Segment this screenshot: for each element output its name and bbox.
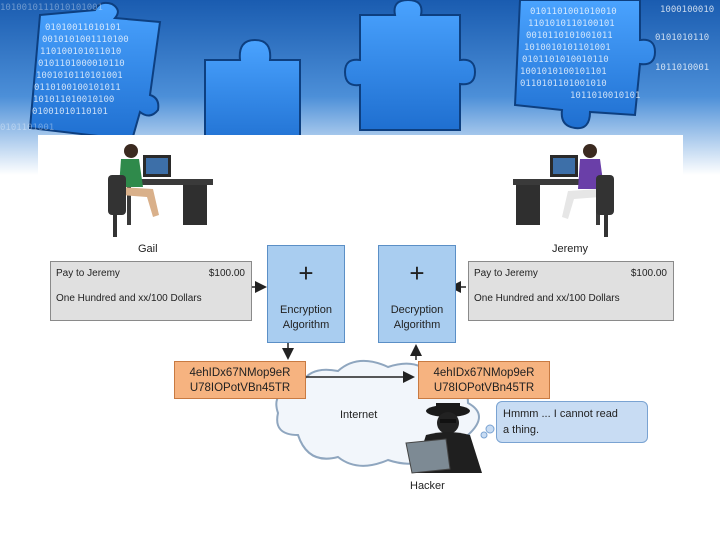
svg-text:1010010111010101001: 1010010111010101001	[0, 3, 103, 13]
svg-text:0010110101001011: 0010110101001011	[526, 31, 613, 41]
svg-text:01010011010101: 01010011010101	[45, 23, 121, 33]
plaintext-message-receiver: Pay to Jeremy $100.00 One Hundred and xx…	[468, 261, 674, 321]
payee-line: Pay to Jeremy	[56, 268, 120, 279]
svg-text:1000100010: 1000100010	[660, 5, 714, 15]
svg-text:1011010010101: 1011010010101	[570, 91, 640, 101]
hacker-name: Hacker	[410, 480, 445, 492]
svg-text:1001010100101101: 1001010100101101	[520, 67, 607, 77]
svg-text:0110101101001010: 0110101101001010	[520, 79, 607, 89]
decryption-label-line1: Decryption	[390, 304, 444, 316]
svg-text:110100101011010: 110100101011010	[40, 47, 121, 57]
svg-text:0110100100101011: 0110100100101011	[34, 83, 121, 93]
svg-text:0101101000010110: 0101101000010110	[38, 59, 125, 69]
encryption-diagram: Gail Jeremy Pay to Jeremy $100.00 One Hu…	[38, 135, 683, 505]
svg-text:1011010001: 1011010001	[655, 63, 709, 73]
plus-symbol: +	[298, 258, 314, 288]
puzzle-piece-icon	[28, 1, 162, 142]
puzzle-piece-icon	[343, 0, 477, 131]
puzzle-piece-icon	[204, 38, 301, 151]
plaintext-message-sender: Pay to Jeremy $100.00 One Hundred and xx…	[50, 261, 252, 321]
svg-text:0101101001: 0101101001	[0, 123, 54, 133]
hacker-icon	[405, 403, 482, 474]
svg-text:0010101001110100: 0010101001110100	[42, 35, 129, 45]
ciphertext-line1: 4ehIDx67NMop9eR	[433, 367, 535, 379]
svg-text:1001010110101001: 1001010110101001	[36, 71, 123, 81]
ciphertext-line1: 4ehIDx67NMop9eR	[189, 367, 291, 379]
svg-text:1010010101101001: 1010010101101001	[524, 43, 611, 53]
amount: $100.00	[630, 268, 667, 279]
amount: $100.00	[208, 268, 245, 279]
person-icon	[108, 144, 159, 237]
amount-words: One Hundred and xx/100 Dollars	[56, 293, 202, 304]
decryption-label-line2: Algorithm	[393, 319, 441, 331]
receiver-name: Jeremy	[552, 243, 589, 255]
puzzle-piece-icon	[513, 0, 657, 130]
svg-text:101011010010100: 101011010010100	[33, 95, 114, 105]
hacker-thought-bubble: Hmmm ... I cannot read a thing.	[496, 401, 648, 443]
encryption-label-line2: Algorithm	[282, 319, 330, 331]
person-icon	[562, 144, 614, 237]
svg-text:0101101001010010: 0101101001010010	[530, 7, 617, 17]
thought-line2: a thing.	[503, 424, 540, 436]
plus-symbol: +	[409, 258, 425, 288]
computer-desk-icon	[123, 155, 213, 225]
thought-line1: Hmmm ... I cannot read	[503, 408, 618, 420]
payee-line: Pay to Jeremy	[474, 268, 538, 279]
amount-words: One Hundred and xx/100 Dollars	[474, 293, 620, 304]
svg-text:0101101010010110: 0101101010010110	[522, 55, 609, 65]
sender-name: Gail	[138, 243, 158, 255]
encryption-label-line1: Encryption	[280, 304, 332, 316]
decryption-algorithm-box: + Decryption Algorithm	[378, 245, 456, 343]
ciphertext-line2: U78IOPotVBn45TR	[189, 382, 291, 394]
svg-text:0101010110: 0101010110	[655, 33, 709, 43]
encryption-algorithm-box: + Encryption Algorithm	[267, 245, 345, 343]
internet-label: Internet	[340, 409, 378, 421]
ciphertext-box-incoming: 4ehIDx67NMop9eR U78IOPotVBn45TR	[418, 361, 550, 399]
ciphertext-line2: U78IOPotVBn45TR	[433, 382, 535, 394]
svg-text:1101010110100101: 1101010110100101	[528, 19, 615, 29]
svg-text:01001010110101: 01001010110101	[32, 107, 108, 117]
ciphertext-box-outgoing: 4ehIDx67NMop9eR U78IOPotVBn45TR	[174, 361, 306, 399]
